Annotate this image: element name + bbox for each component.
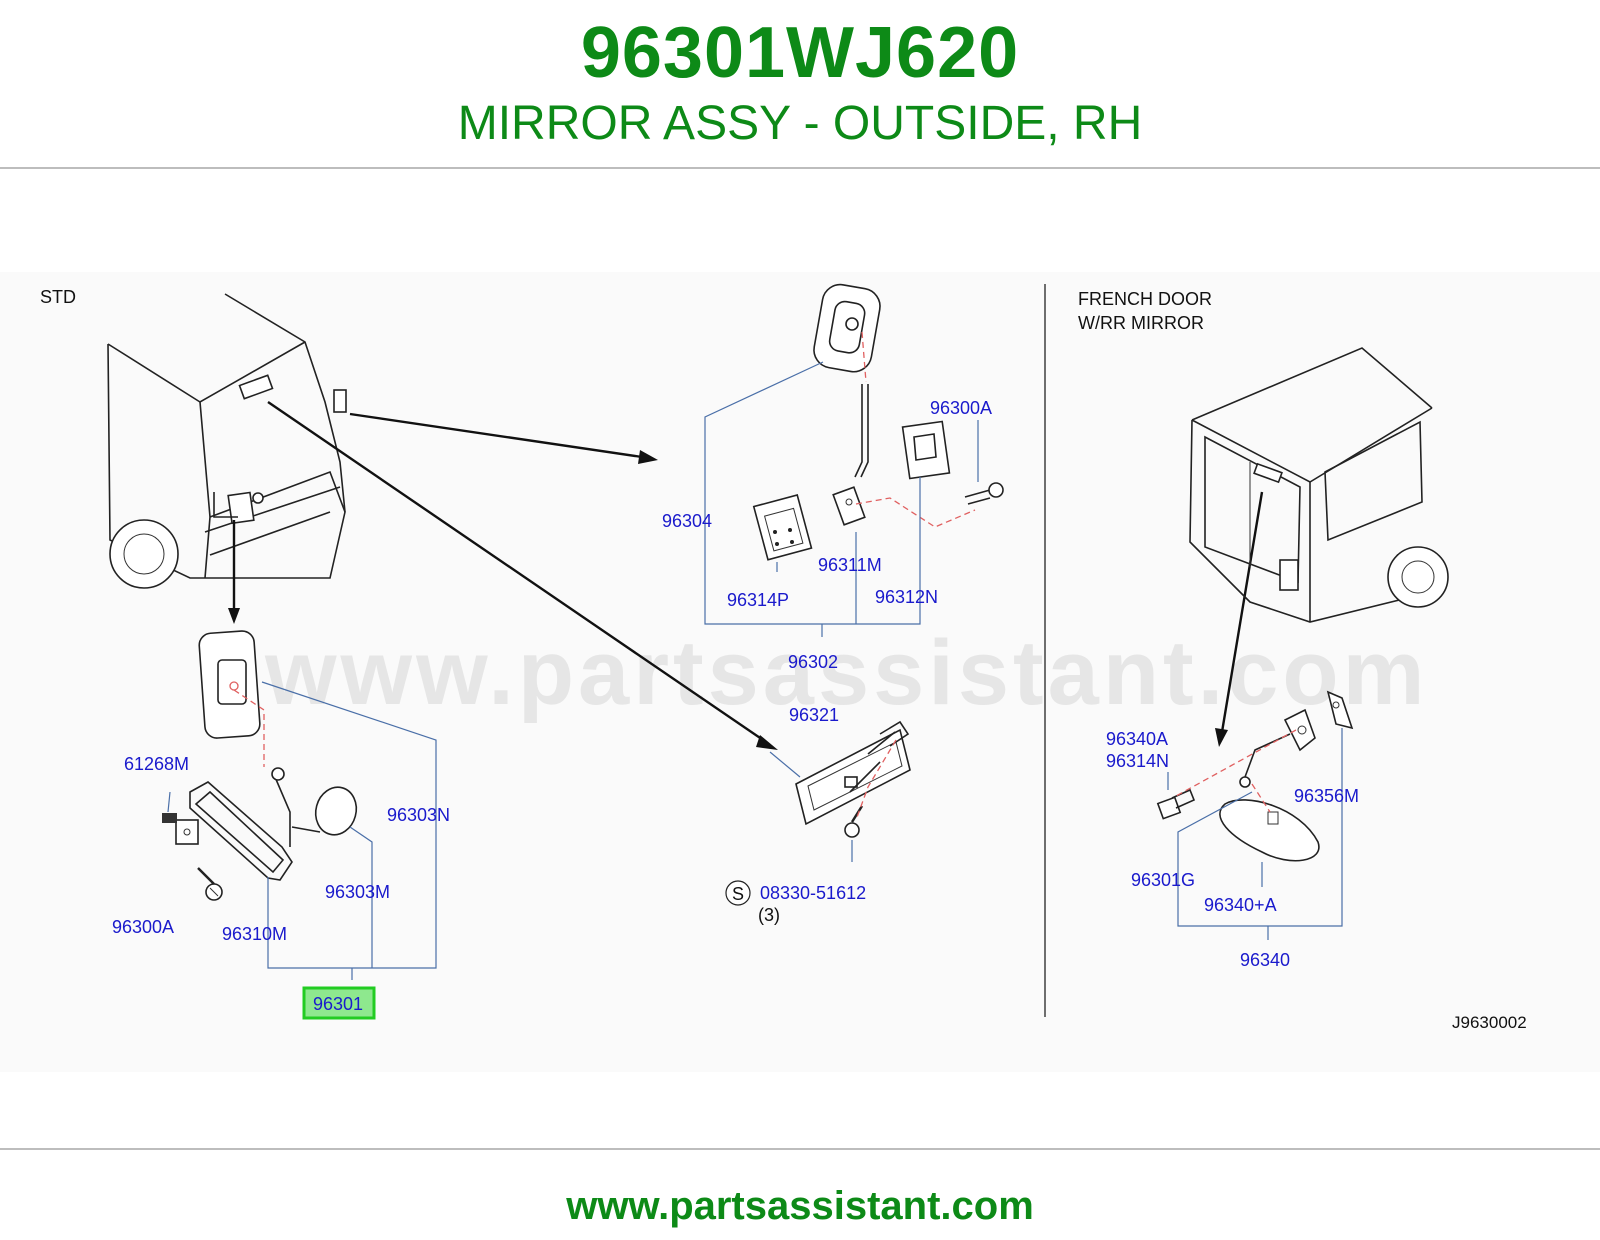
part-description: MIRROR ASSY - OUTSIDE, RH: [457, 97, 1143, 150]
label-quantity-3: (3): [758, 905, 780, 925]
label-96301-highlighted: 96301: [313, 994, 363, 1014]
highlighted-part-box: [302, 986, 376, 1020]
section-std-label: STD: [40, 287, 76, 307]
label-96300A-mid: 96300A: [930, 398, 992, 418]
footer-divider: [0, 1148, 1600, 1150]
section-french-door-label: FRENCH DOOR: [1078, 289, 1212, 309]
label-96311M: 96311M: [818, 555, 882, 575]
watermark-text: www.partsassistant.com: [264, 622, 1428, 724]
standard-part-symbol: [725, 880, 751, 906]
diagram-background: [0, 272, 1600, 1072]
header-divider: [0, 167, 1600, 169]
label-96300A-left: 96300A: [112, 917, 174, 937]
footer-website-link[interactable]: www.partsassistant.com: [566, 1184, 1034, 1228]
label-96340A: 96340A: [1106, 729, 1168, 749]
label-08330-51612: 08330-51612: [760, 883, 866, 903]
label-96303M: 96303M: [325, 882, 390, 902]
assembly-guide-lines: [233, 331, 1297, 821]
label-96302: 96302: [788, 652, 838, 672]
drawing-id: J9630002: [1452, 1013, 1527, 1032]
section-rr-mirror-label: W/RR MIRROR: [1078, 313, 1204, 333]
label-96303N: 96303N: [387, 805, 450, 825]
label-96314N: 96314N: [1106, 751, 1169, 771]
label-96304: 96304: [662, 511, 712, 531]
label-96356M: 96356M: [1294, 786, 1359, 806]
mirror-head-middle: [752, 283, 1004, 561]
leader-lines: [167, 361, 1343, 980]
standard-part-symbol-letter: S: [732, 884, 744, 904]
label-96321: 96321: [789, 705, 839, 725]
mirror-base-middle: [795, 720, 911, 838]
part-labels: 61268M 96300A 96310M 96303M 96303N 96301…: [112, 398, 1527, 1032]
label-96310M: 96310M: [222, 924, 287, 944]
mirror-assembly-left: [162, 630, 358, 901]
label-61268M: 61268M: [124, 754, 189, 774]
parts-diagram: www.partsassistant.com STD FRENCH DOOR W…: [40, 283, 1527, 1032]
label-96301G: 96301G: [1131, 870, 1195, 890]
rear-view-mirror-right: [1156, 690, 1354, 862]
pointer-arrows: [228, 401, 1264, 750]
label-96340-plus-A: 96340+A: [1204, 895, 1277, 915]
header: 96301WJ620 MIRROR ASSY - OUTSIDE, RH: [0, 0, 1600, 170]
van-rear-illustration: [1189, 347, 1449, 623]
part-number-title: 96301WJ620: [580, 13, 1020, 93]
label-96340: 96340: [1240, 950, 1290, 970]
label-96314P: 96314P: [727, 590, 789, 610]
van-front-illustration: [107, 293, 347, 589]
label-96312N: 96312N: [875, 587, 938, 607]
